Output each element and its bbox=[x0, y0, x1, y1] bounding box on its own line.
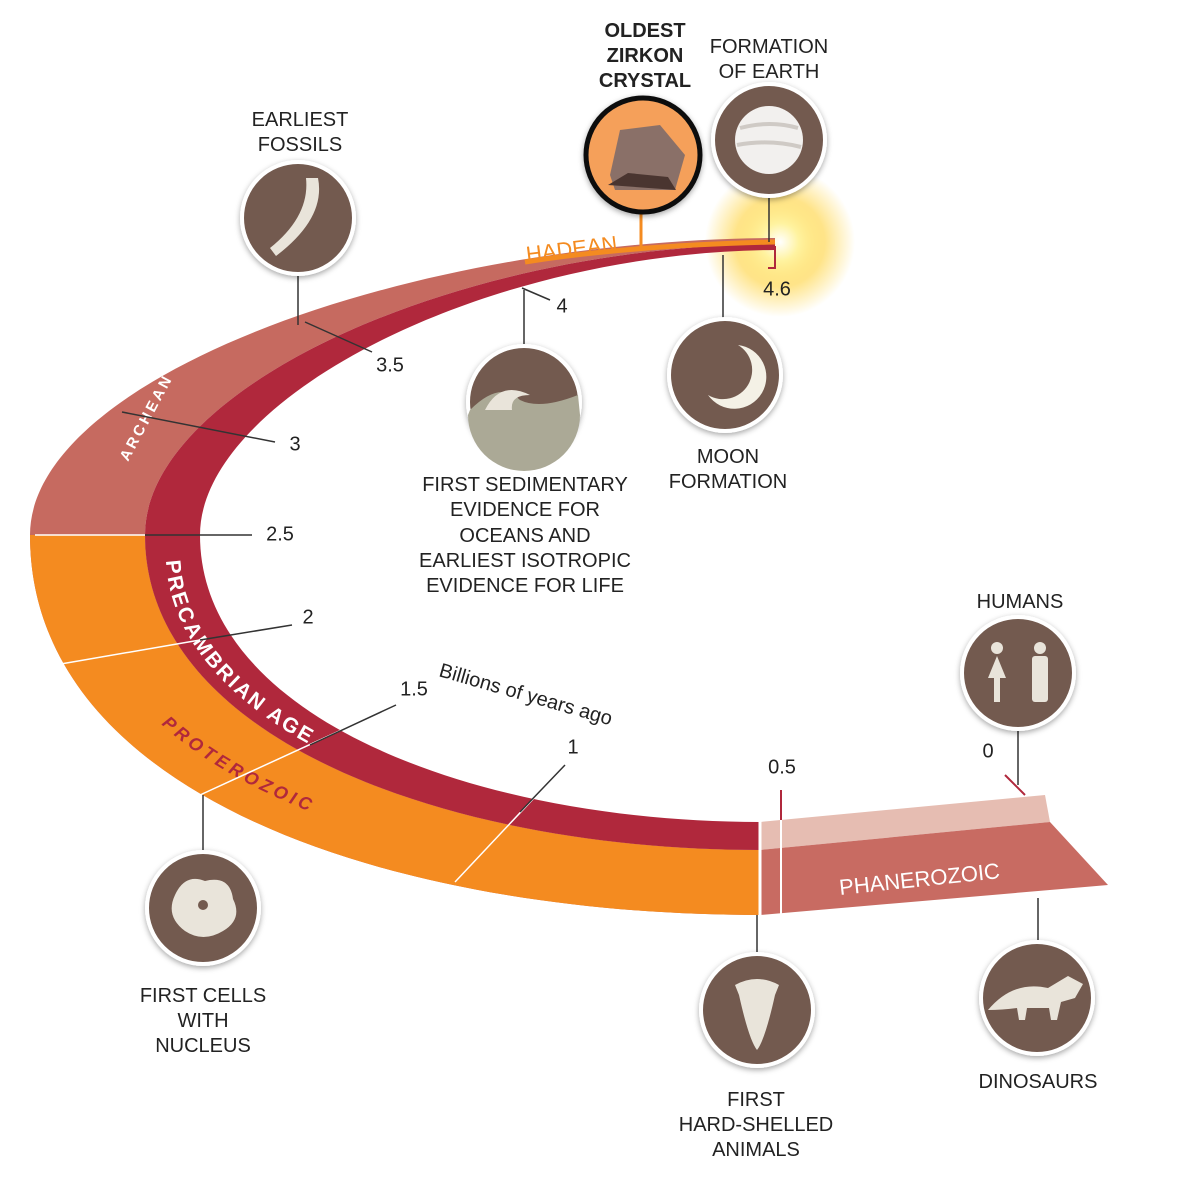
svg-text:MOON: MOON bbox=[697, 446, 759, 468]
svg-text:NUCLEUS: NUCLEUS bbox=[155, 1035, 251, 1057]
tick-4.6: 4.6 bbox=[763, 246, 791, 300]
phanerozoic-band-light bbox=[760, 795, 1050, 850]
svg-text:FOSSILS: FOSSILS bbox=[258, 134, 342, 156]
svg-text:OF EARTH: OF EARTH bbox=[719, 61, 820, 83]
tick-3: 3 bbox=[121, 411, 301, 455]
hadean-band bbox=[524, 239, 776, 265]
earth-icon bbox=[711, 82, 827, 198]
svg-text:HUMANS: HUMANS bbox=[977, 591, 1064, 613]
svg-text:0.5: 0.5 bbox=[768, 756, 796, 778]
label-first-cells: FIRST CELLS WITH NUCLEUS bbox=[140, 985, 266, 1057]
tick-3.5: 3.5 bbox=[304, 321, 404, 376]
svg-text:EARLIEST ISOTROPIC: EARLIEST ISOTROPIC bbox=[419, 550, 631, 572]
svg-text:ANIMALS: ANIMALS bbox=[712, 1139, 800, 1161]
tick-2.5: 2.5 bbox=[145, 523, 294, 545]
svg-text:EVIDENCE FOR LIFE: EVIDENCE FOR LIFE bbox=[426, 575, 624, 597]
svg-text:2: 2 bbox=[302, 606, 313, 628]
sun-glow bbox=[705, 167, 855, 317]
label-hard-shelled: FIRST HARD-SHELLED ANIMALS bbox=[679, 1089, 833, 1161]
svg-text:EARLIEST: EARLIEST bbox=[252, 109, 349, 131]
phanerozoic-band bbox=[760, 822, 1108, 915]
proterozoic-band bbox=[30, 535, 760, 915]
label-oldest-zirkon: OLDEST ZIRKON CRYSTAL bbox=[599, 20, 691, 92]
tick-1: 1 bbox=[454, 736, 579, 883]
nucleus-cell-icon bbox=[145, 850, 261, 966]
svg-text:3.5: 3.5 bbox=[376, 354, 404, 376]
tick-0.5: 0.5 bbox=[768, 756, 796, 820]
svg-text:FIRST CELLS: FIRST CELLS bbox=[140, 985, 266, 1007]
label-formation-earth: FORMATION OF EARTH bbox=[710, 36, 829, 83]
svg-text:FORMATION: FORMATION bbox=[669, 471, 788, 493]
label-earliest-fossils: EARLIEST FOSSILS bbox=[252, 109, 349, 156]
ocean-wave-icon bbox=[466, 344, 582, 471]
svg-text:1.5: 1.5 bbox=[400, 678, 428, 700]
svg-text:EVIDENCE FOR: EVIDENCE FOR bbox=[450, 499, 600, 521]
label-humans: HUMANS bbox=[977, 591, 1064, 613]
svg-text:OCEANS AND: OCEANS AND bbox=[459, 525, 590, 547]
svg-text:FIRST SEDIMENTARY: FIRST SEDIMENTARY bbox=[422, 474, 628, 496]
trilobite-icon bbox=[699, 952, 815, 1068]
svg-text:ZIRKON: ZIRKON bbox=[607, 45, 684, 67]
tick-0: 0 bbox=[982, 740, 1026, 796]
zirkon-crystal-icon bbox=[583, 95, 703, 215]
earliest-fossils-icon bbox=[240, 160, 356, 276]
tick-2: 2 bbox=[199, 606, 314, 641]
svg-text:OLDEST: OLDEST bbox=[604, 20, 685, 42]
svg-text:FIRST: FIRST bbox=[727, 1089, 785, 1111]
svg-text:0: 0 bbox=[982, 740, 993, 762]
svg-text:4.6: 4.6 bbox=[763, 278, 791, 300]
svg-text:CRYSTAL: CRYSTAL bbox=[599, 70, 691, 92]
svg-text:WITH: WITH bbox=[177, 1010, 228, 1032]
label-moon: MOON FORMATION bbox=[669, 446, 788, 493]
label-dinosaurs: DINOSAURS bbox=[979, 1071, 1098, 1093]
dinosaur-icon bbox=[979, 940, 1095, 1056]
tick-4: 4 bbox=[521, 287, 568, 317]
svg-text:2.5: 2.5 bbox=[266, 523, 294, 545]
moon-icon bbox=[667, 317, 783, 433]
tick-1.5: 1.5 bbox=[199, 678, 428, 796]
svg-text:4: 4 bbox=[556, 295, 567, 317]
svg-text:3: 3 bbox=[289, 433, 300, 455]
axis-label: Billions of years ago bbox=[437, 660, 615, 730]
svg-text:HARD-SHELLED: HARD-SHELLED bbox=[679, 1114, 833, 1136]
humans-icon bbox=[960, 615, 1076, 731]
svg-text:FORMATION: FORMATION bbox=[710, 36, 829, 58]
svg-text:1: 1 bbox=[567, 736, 578, 758]
svg-text:DINOSAURS: DINOSAURS bbox=[979, 1071, 1098, 1093]
label-sedimentary: FIRST SEDIMENTARY EVIDENCE FOR OCEANS AN… bbox=[419, 474, 631, 597]
